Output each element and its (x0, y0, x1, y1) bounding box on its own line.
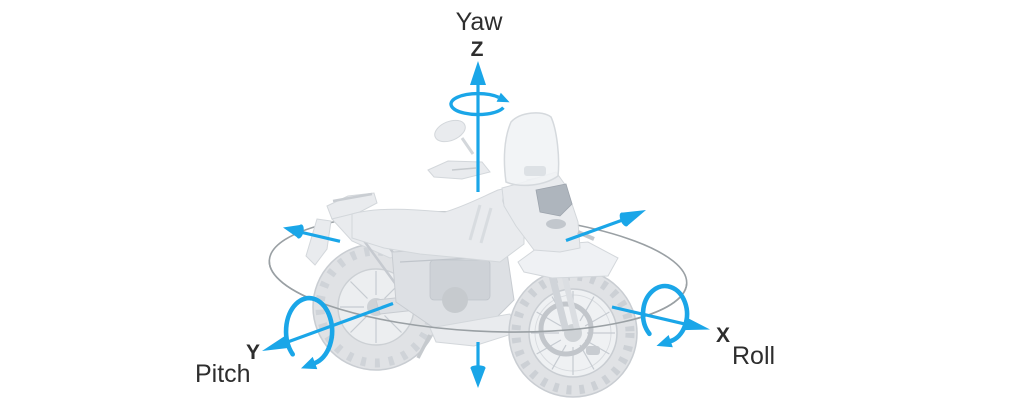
yaw-label: Yaw (456, 8, 504, 36)
motorcycle-illustration (305, 112, 638, 398)
pitch-rotation-icon (283, 295, 335, 370)
turn-signal (577, 230, 595, 241)
handguard (427, 160, 491, 180)
roll-rotation-icon (640, 283, 690, 348)
shroud-graphics (468, 204, 493, 244)
lower-light (546, 219, 566, 229)
mirror (434, 119, 475, 155)
rear-fender (305, 218, 332, 266)
roll-label: Roll (732, 342, 775, 370)
pitch-label: Pitch (195, 360, 251, 388)
pitch-axis-arrow (262, 210, 646, 351)
x-axis-label: X (716, 324, 730, 347)
windshield-vent (524, 166, 546, 176)
pitch-far-cone (619, 210, 646, 227)
headlight (535, 183, 573, 217)
skid-plate (429, 313, 519, 347)
pitch-near-arrowhead (262, 334, 292, 351)
roll-near-arrowhead (682, 316, 710, 331)
yaw-down-arrowhead (470, 365, 486, 388)
z-axis-label: Z (471, 38, 484, 61)
roll-axis-arrow (283, 224, 710, 331)
y-axis-label: Y (246, 341, 260, 364)
yaw-rotation-icon (449, 91, 510, 117)
tail-rack (305, 192, 378, 266)
roll-far-cone (283, 224, 304, 239)
brake-caliper (586, 346, 600, 355)
yaw-axis-arrow (470, 61, 486, 388)
front-fairing (501, 171, 595, 253)
yaw-up-arrowhead (470, 61, 486, 85)
ground-circle-front-arc (268, 260, 688, 333)
kickstand (416, 334, 432, 359)
brake-disc (538, 301, 594, 357)
front-wheel (508, 268, 638, 398)
engine (391, 245, 519, 359)
